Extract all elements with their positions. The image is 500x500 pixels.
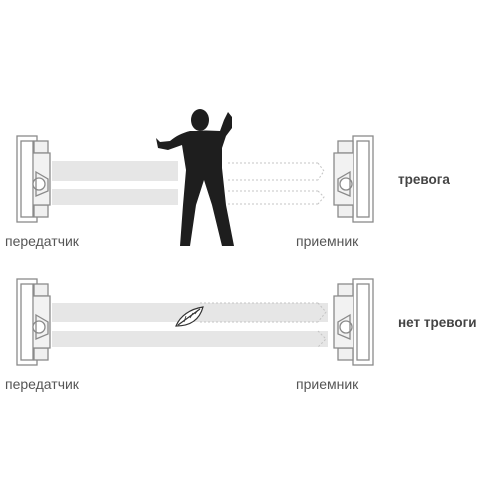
transmitter-device: [16, 135, 51, 223]
beam-lower: [52, 189, 178, 205]
transmitter-device: [16, 278, 51, 366]
leaf-icon: [175, 306, 204, 327]
status-no-alarm: нет тревоги: [398, 315, 477, 330]
receiver-label: приемник: [296, 376, 359, 392]
beam-upper: [52, 161, 178, 181]
blocked-beam-lines: [228, 162, 325, 205]
person-silhouette-icon: [156, 109, 234, 246]
status-alarm: тревога: [398, 172, 450, 187]
receiver-device: [333, 135, 374, 223]
transmitter-label: передатчик: [5, 233, 79, 249]
receiver-device: [333, 278, 374, 366]
receiver-label: приемник: [296, 233, 359, 249]
row-alarm: [16, 109, 374, 246]
beam-lower: [52, 331, 328, 347]
row-no-alarm: [16, 278, 374, 366]
transmitter-label: передатчик: [5, 376, 79, 392]
beam-edge-lines: [200, 302, 327, 348]
